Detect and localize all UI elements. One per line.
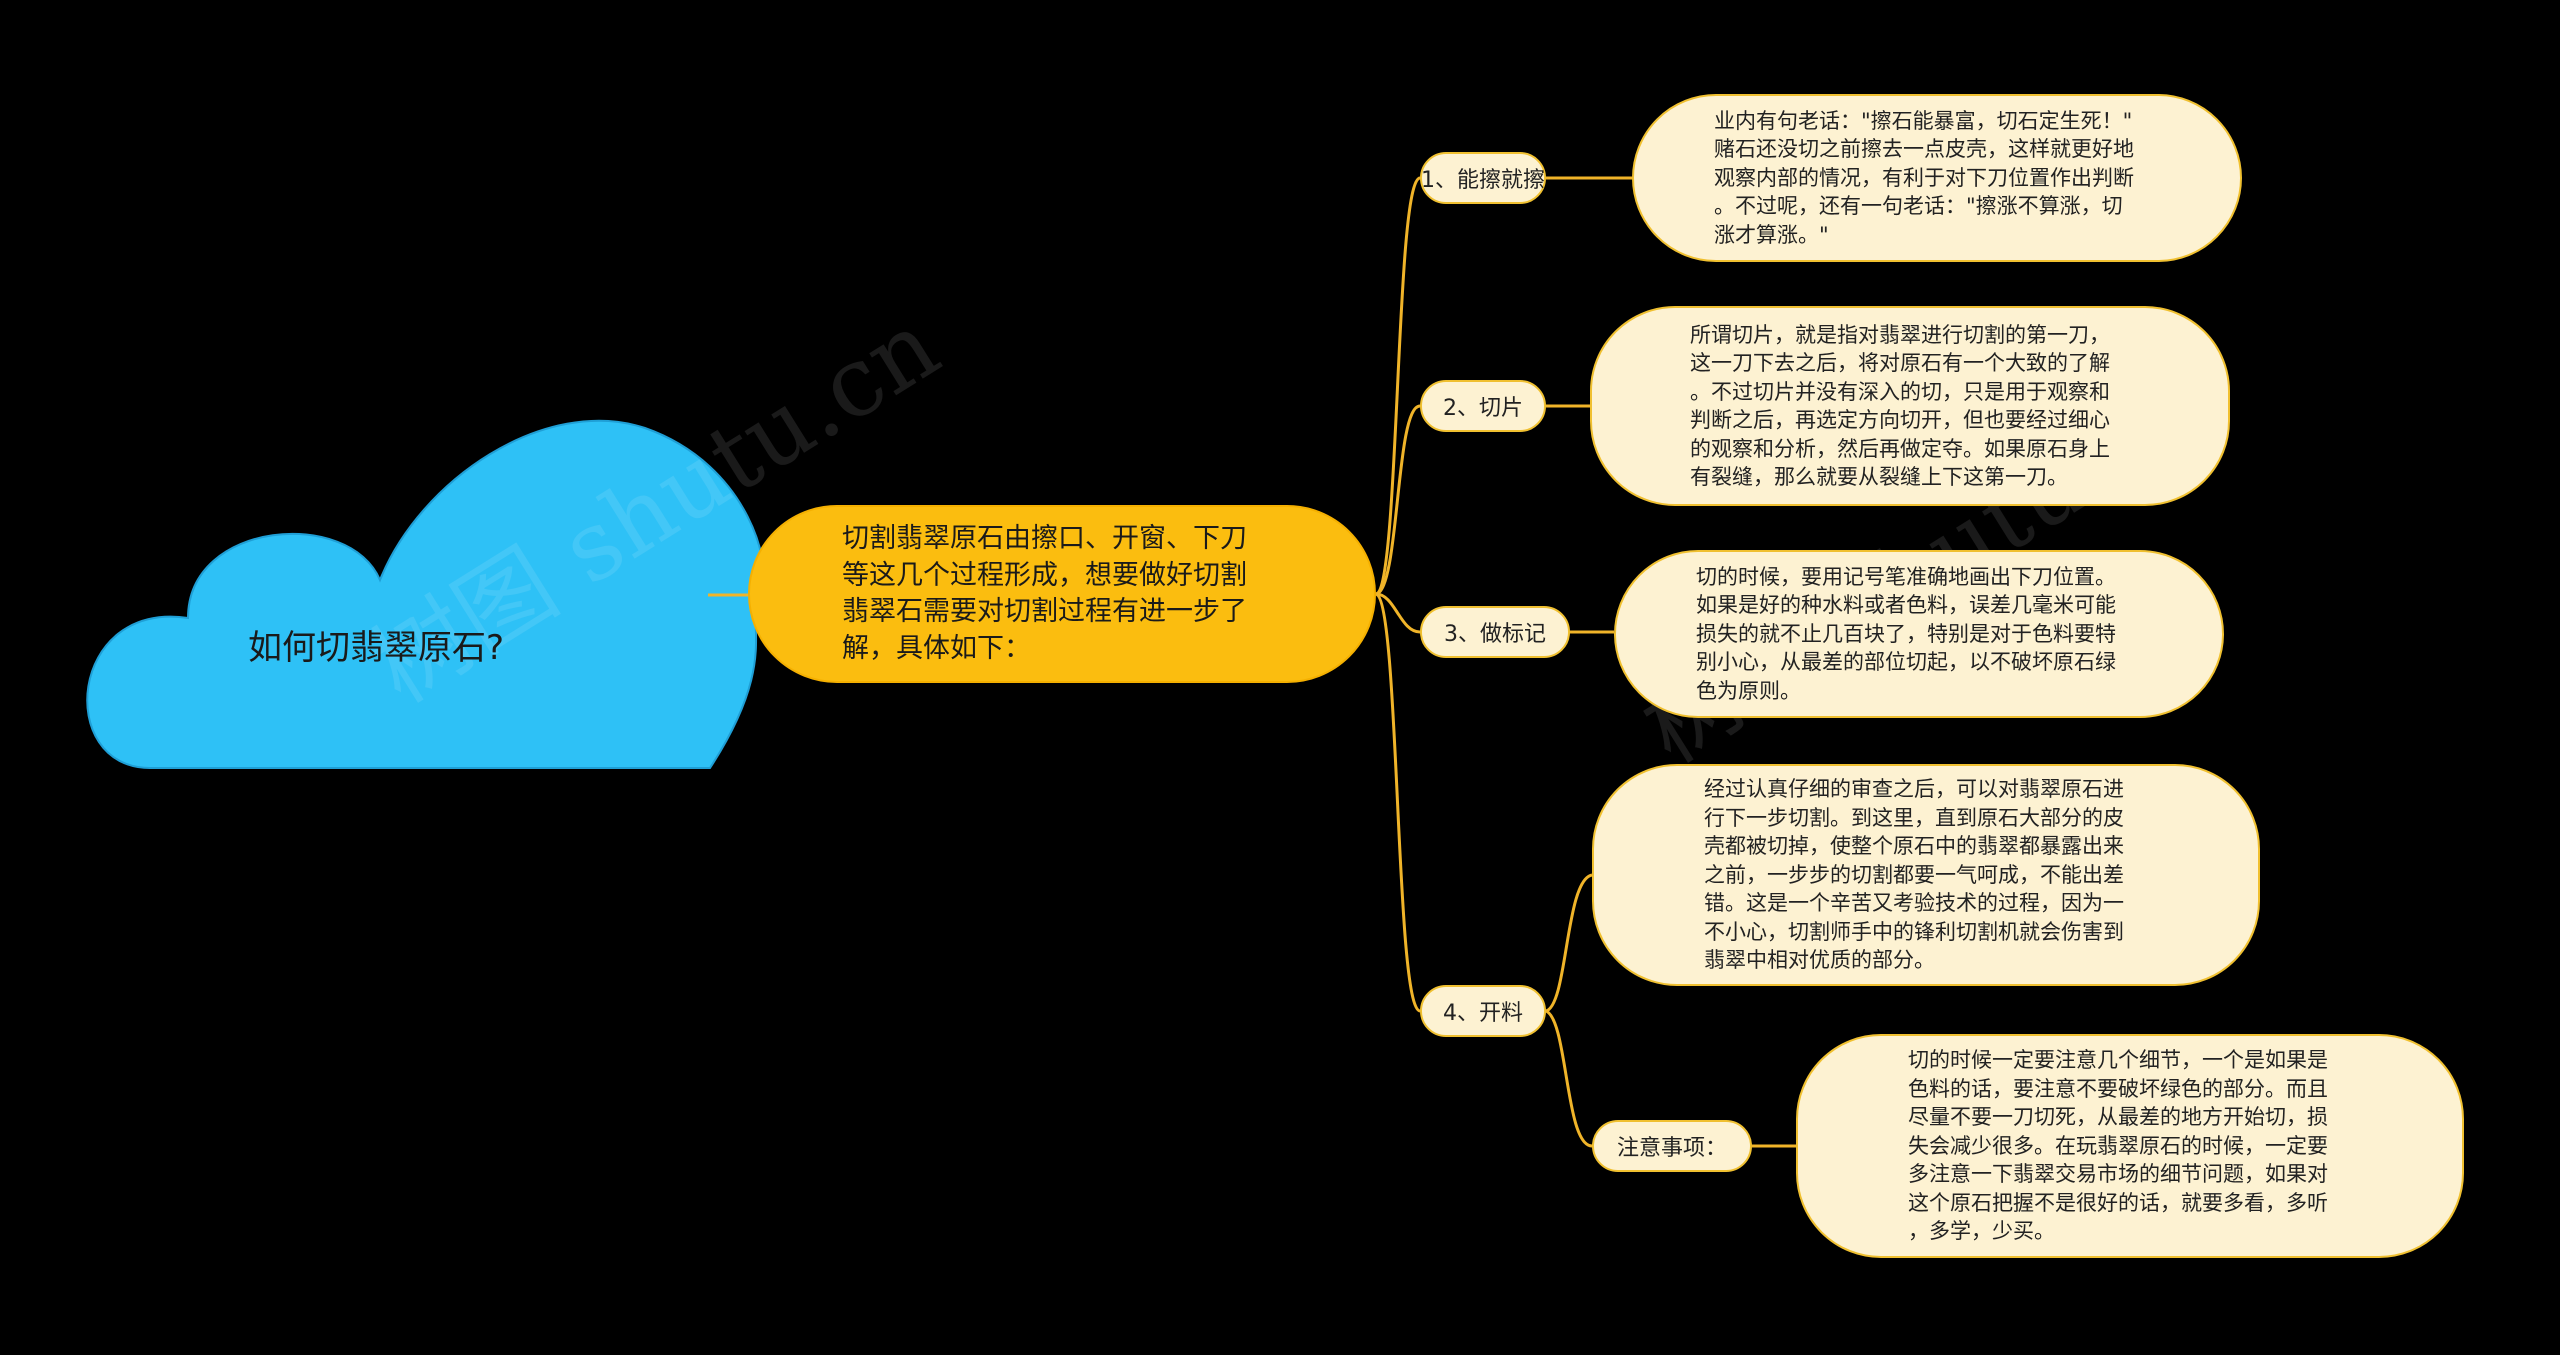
detail-text-notes: 切的时候一定要注意几个细节，一个是如果是 色料的话，要注意不要破坏绿色的部分。而…	[1908, 1048, 2328, 1244]
detail-node-3[interactable]: 切的时候，要用记号笔准确地画出下刀位置。 如果是好的种水料或者色料，误差几毫米可…	[1614, 550, 2224, 718]
detail-node-1[interactable]: 业内有句老话："擦石能暴富，切石定生死！" 赌石还没切之前擦去一点皮壳，这样就更…	[1632, 94, 2242, 262]
branch-label-3[interactable]: 3、做标记	[1420, 606, 1570, 658]
branch-label-1[interactable]: 1、能擦就擦	[1420, 152, 1546, 204]
connector-center-b1	[1375, 176, 1422, 596]
center-node[interactable]: 切割翡翠原石由擦口、开窗、下刀 等这几个过程形成，想要做好切割 翡翠石需要对切割…	[748, 505, 1376, 683]
detail-node-4[interactable]: 经过认真仔细的审查之后，可以对翡翠原石进 行下一步切割。到这里，直到原石大部分的…	[1592, 764, 2260, 986]
connector-center-b2	[1375, 404, 1421, 596]
detail-node-notes[interactable]: 切的时候一定要注意几个细节，一个是如果是 色料的话，要注意不要破坏绿色的部分。而…	[1796, 1034, 2464, 1258]
detail-text-2: 所谓切片，就是指对翡翠进行切割的第一刀， 这一刀下去之后，将对原石有一个大致的了…	[1690, 322, 2110, 490]
connectors	[708, 176, 1796, 1148]
connector-b4-detail	[1545, 873, 1593, 1013]
branch-label-4[interactable]: 4、开料	[1420, 985, 1546, 1037]
root-cloud-shape	[86, 419, 765, 769]
detail-node-2[interactable]: 所谓切片，就是指对翡翠进行切割的第一刀， 这一刀下去之后，将对原石有一个大致的了…	[1590, 306, 2230, 506]
branch-label-2[interactable]: 2、切片	[1420, 380, 1546, 432]
connector-center-b3	[1375, 592, 1421, 634]
connector-b4-sub	[1545, 1009, 1593, 1148]
sub-label-notes[interactable]: 注意事项：	[1592, 1120, 1752, 1172]
detail-text-3: 切的时候，要用记号笔准确地画出下刀位置。 如果是好的种水料或者色料，误差几毫米可…	[1696, 564, 2116, 703]
detail-text-4: 经过认真仔细的审查之后，可以对翡翠原石进 行下一步切割。到这里，直到原石大部分的…	[1704, 777, 2124, 973]
root-title[interactable]: 如何切翡翠原石?	[248, 628, 505, 668]
detail-text-1: 业内有句老话："擦石能暴富，切石定生死！" 赌石还没切之前擦去一点皮壳，这样就更…	[1714, 108, 2134, 247]
connector-center-b4	[1374, 592, 1422, 1013]
